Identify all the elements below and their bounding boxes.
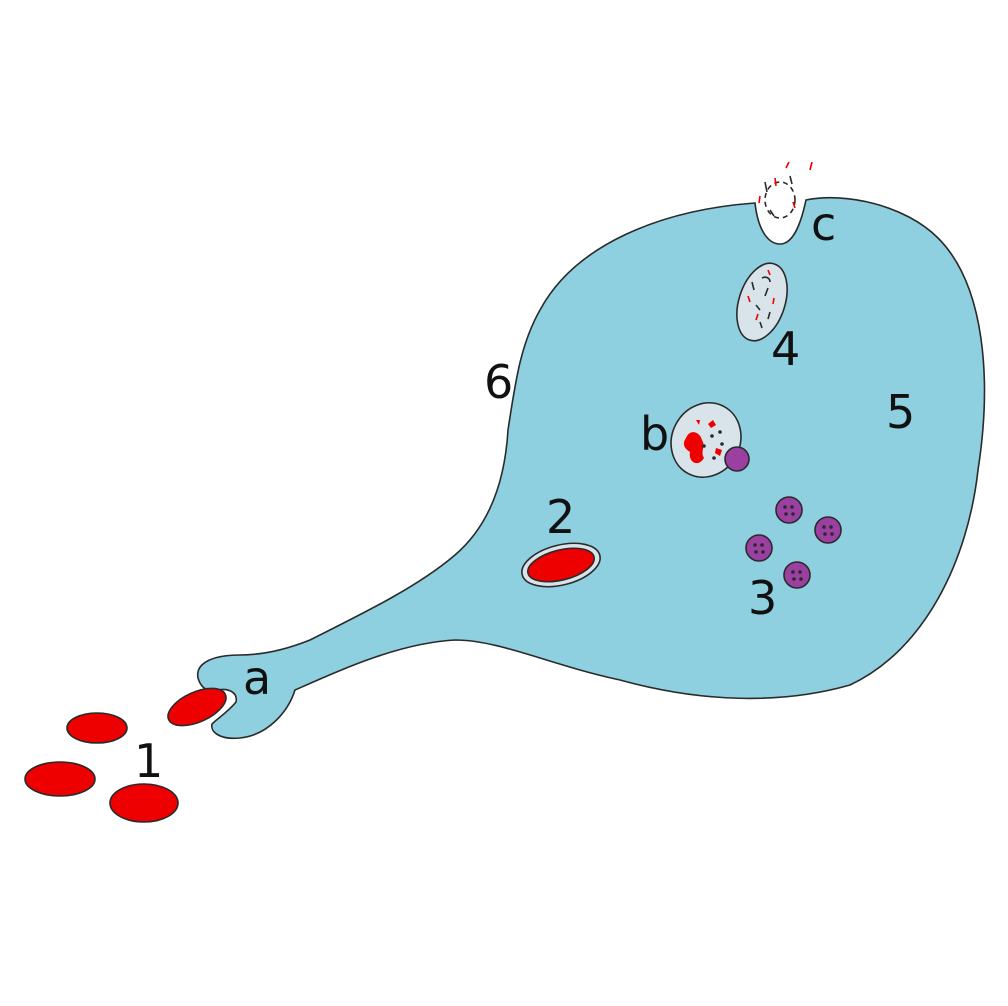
red-blood-cell (66, 712, 128, 744)
label-2: 2 (546, 490, 575, 544)
cell-body (197, 196, 986, 740)
lysosome (775, 496, 803, 524)
lysosome-granules (745, 496, 842, 589)
lysosome (814, 516, 842, 544)
label-4: 4 (771, 322, 800, 376)
enzyme-dots (702, 430, 724, 460)
residual-debris (747, 269, 775, 329)
ingested-red-cell (527, 547, 595, 583)
label-5: 5 (886, 385, 915, 439)
red-blood-cells (24, 712, 179, 823)
label-3: 3 (748, 571, 777, 625)
label-6: 6 (484, 355, 513, 409)
exocytosed-debris (758, 161, 813, 219)
lysosome (745, 534, 773, 562)
label-a: a (243, 651, 271, 705)
label-b: b (640, 407, 669, 461)
lysosome (783, 561, 811, 589)
label-1: 1 (134, 734, 163, 788)
label-c: c (811, 197, 836, 251)
fusing-lysosome (724, 446, 750, 472)
residual-body (736, 262, 788, 342)
red-blood-cell (109, 783, 179, 823)
red-blood-cell (24, 761, 96, 797)
digested-fragments (683, 420, 722, 464)
engulfing-red-cell (167, 687, 227, 727)
